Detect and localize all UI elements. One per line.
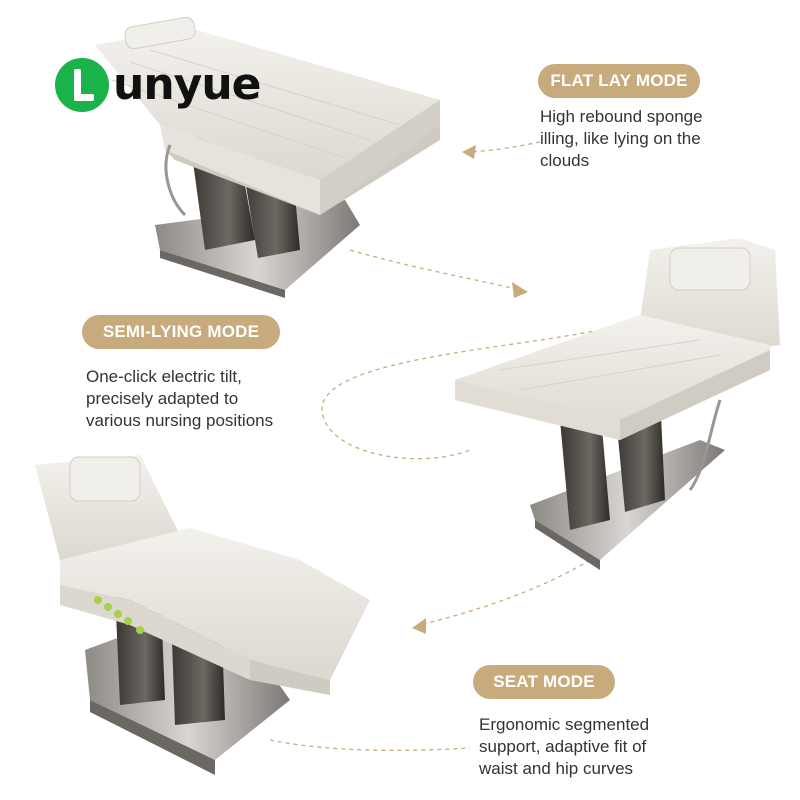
description-line: illing, like lying on the <box>540 129 701 148</box>
description-line: clouds <box>540 151 590 170</box>
description-line: various nursing positions <box>86 411 274 430</box>
brand-l-icon <box>55 58 109 112</box>
seat-mode-label: SEAT MODE <box>473 665 615 699</box>
bed-flat <box>95 16 440 298</box>
description-line: precisely adapted to <box>86 389 239 408</box>
description-line: support, adaptive fit of <box>479 737 647 756</box>
dashed-connectors <box>269 141 601 752</box>
flat-lay-mode-label: FLAT LAY MODE <box>538 64 700 98</box>
bed-semi <box>455 238 780 570</box>
seat-mode-description: Ergonomic segmented support, adaptive fi… <box>479 714 649 780</box>
brand-logo: unyue <box>55 58 261 112</box>
semi-lying-mode-description: One-click electric tilt, precisely adapt… <box>86 366 273 432</box>
description-line: Ergonomic segmented <box>479 715 650 734</box>
description-line: High rebound sponge <box>540 107 703 126</box>
arrow-heads <box>412 145 528 634</box>
flat-lay-mode-description: High rebound sponge illing, like lying o… <box>540 106 703 172</box>
semi-lying-mode-label: SEMI-LYING MODE <box>82 315 280 349</box>
brand-name: unyue <box>113 59 261 110</box>
description-line: waist and hip curves <box>479 759 634 778</box>
description-line: One-click electric tilt, <box>86 367 242 386</box>
bed-seat <box>35 455 370 775</box>
